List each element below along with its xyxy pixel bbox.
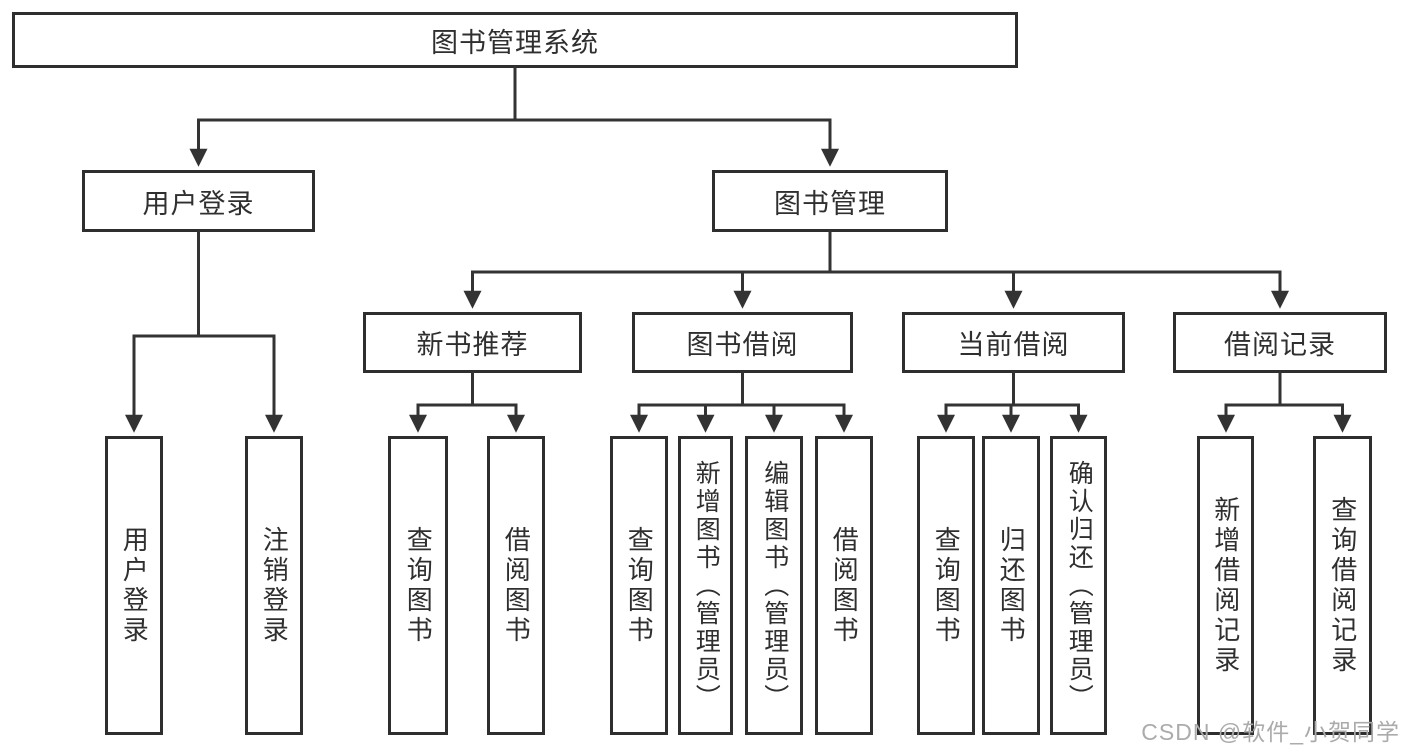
leaf-add-borrow-record: 新增借阅记录 bbox=[1197, 436, 1254, 735]
leaf-add-books-admin-label: 新增图书（管理员） bbox=[692, 459, 721, 712]
leaf-borrow-books-recommend-label: 借阅图书 bbox=[501, 525, 532, 646]
csdn-watermark: CSDN @软件_小贺同学 bbox=[1141, 719, 1400, 745]
leaf-edit-books-admin: 编辑图书（管理员） bbox=[745, 436, 803, 735]
leaf-query-books-current-label: 查询图书 bbox=[931, 525, 962, 646]
leaf-borrow-books: 借阅图书 bbox=[815, 436, 873, 735]
node-borrowing-records: 借阅记录 bbox=[1173, 312, 1387, 373]
leaf-query-books-recommend-label: 查询图书 bbox=[403, 525, 434, 646]
node-user-login: 用户登录 bbox=[82, 170, 315, 232]
leaf-query-books-recommend: 查询图书 bbox=[388, 436, 448, 735]
leaf-confirm-return-admin: 确认归还（管理员） bbox=[1050, 436, 1107, 735]
leaf-query-books-borrow: 查询图书 bbox=[610, 436, 668, 735]
node-current-borrowing: 当前借阅 bbox=[902, 312, 1125, 373]
leaf-query-books-current: 查询图书 bbox=[917, 436, 975, 735]
leaf-add-borrow-record-label: 新增借阅记录 bbox=[1210, 495, 1241, 676]
leaf-edit-books-admin-label: 编辑图书（管理员） bbox=[760, 459, 789, 712]
leaf-logout-label: 注销登录 bbox=[259, 525, 290, 646]
leaf-add-books-admin: 新增图书（管理员） bbox=[678, 436, 733, 735]
leaf-logout: 注销登录 bbox=[245, 436, 303, 735]
leaf-return-books: 归还图书 bbox=[982, 436, 1040, 735]
node-book-borrowing: 图书借阅 bbox=[632, 312, 853, 373]
node-library-system: 图书管理系统 bbox=[12, 12, 1018, 68]
leaf-user-login: 用户登录 bbox=[105, 436, 163, 735]
leaf-confirm-return-admin-label: 确认归还（管理员） bbox=[1065, 459, 1094, 712]
leaf-return-books-label: 归还图书 bbox=[996, 525, 1027, 646]
leaf-borrow-books-label: 借阅图书 bbox=[829, 525, 860, 646]
leaf-borrow-books-recommend: 借阅图书 bbox=[487, 436, 545, 735]
leaf-query-borrow-record: 查询借阅记录 bbox=[1313, 436, 1372, 735]
node-book-management: 图书管理 bbox=[712, 170, 948, 232]
node-new-book-recommend: 新书推荐 bbox=[363, 312, 582, 373]
leaf-query-borrow-record-label: 查询借阅记录 bbox=[1327, 495, 1358, 676]
leaf-user-login-label: 用户登录 bbox=[119, 525, 150, 646]
leaf-query-books-borrow-label: 查询图书 bbox=[624, 525, 655, 646]
